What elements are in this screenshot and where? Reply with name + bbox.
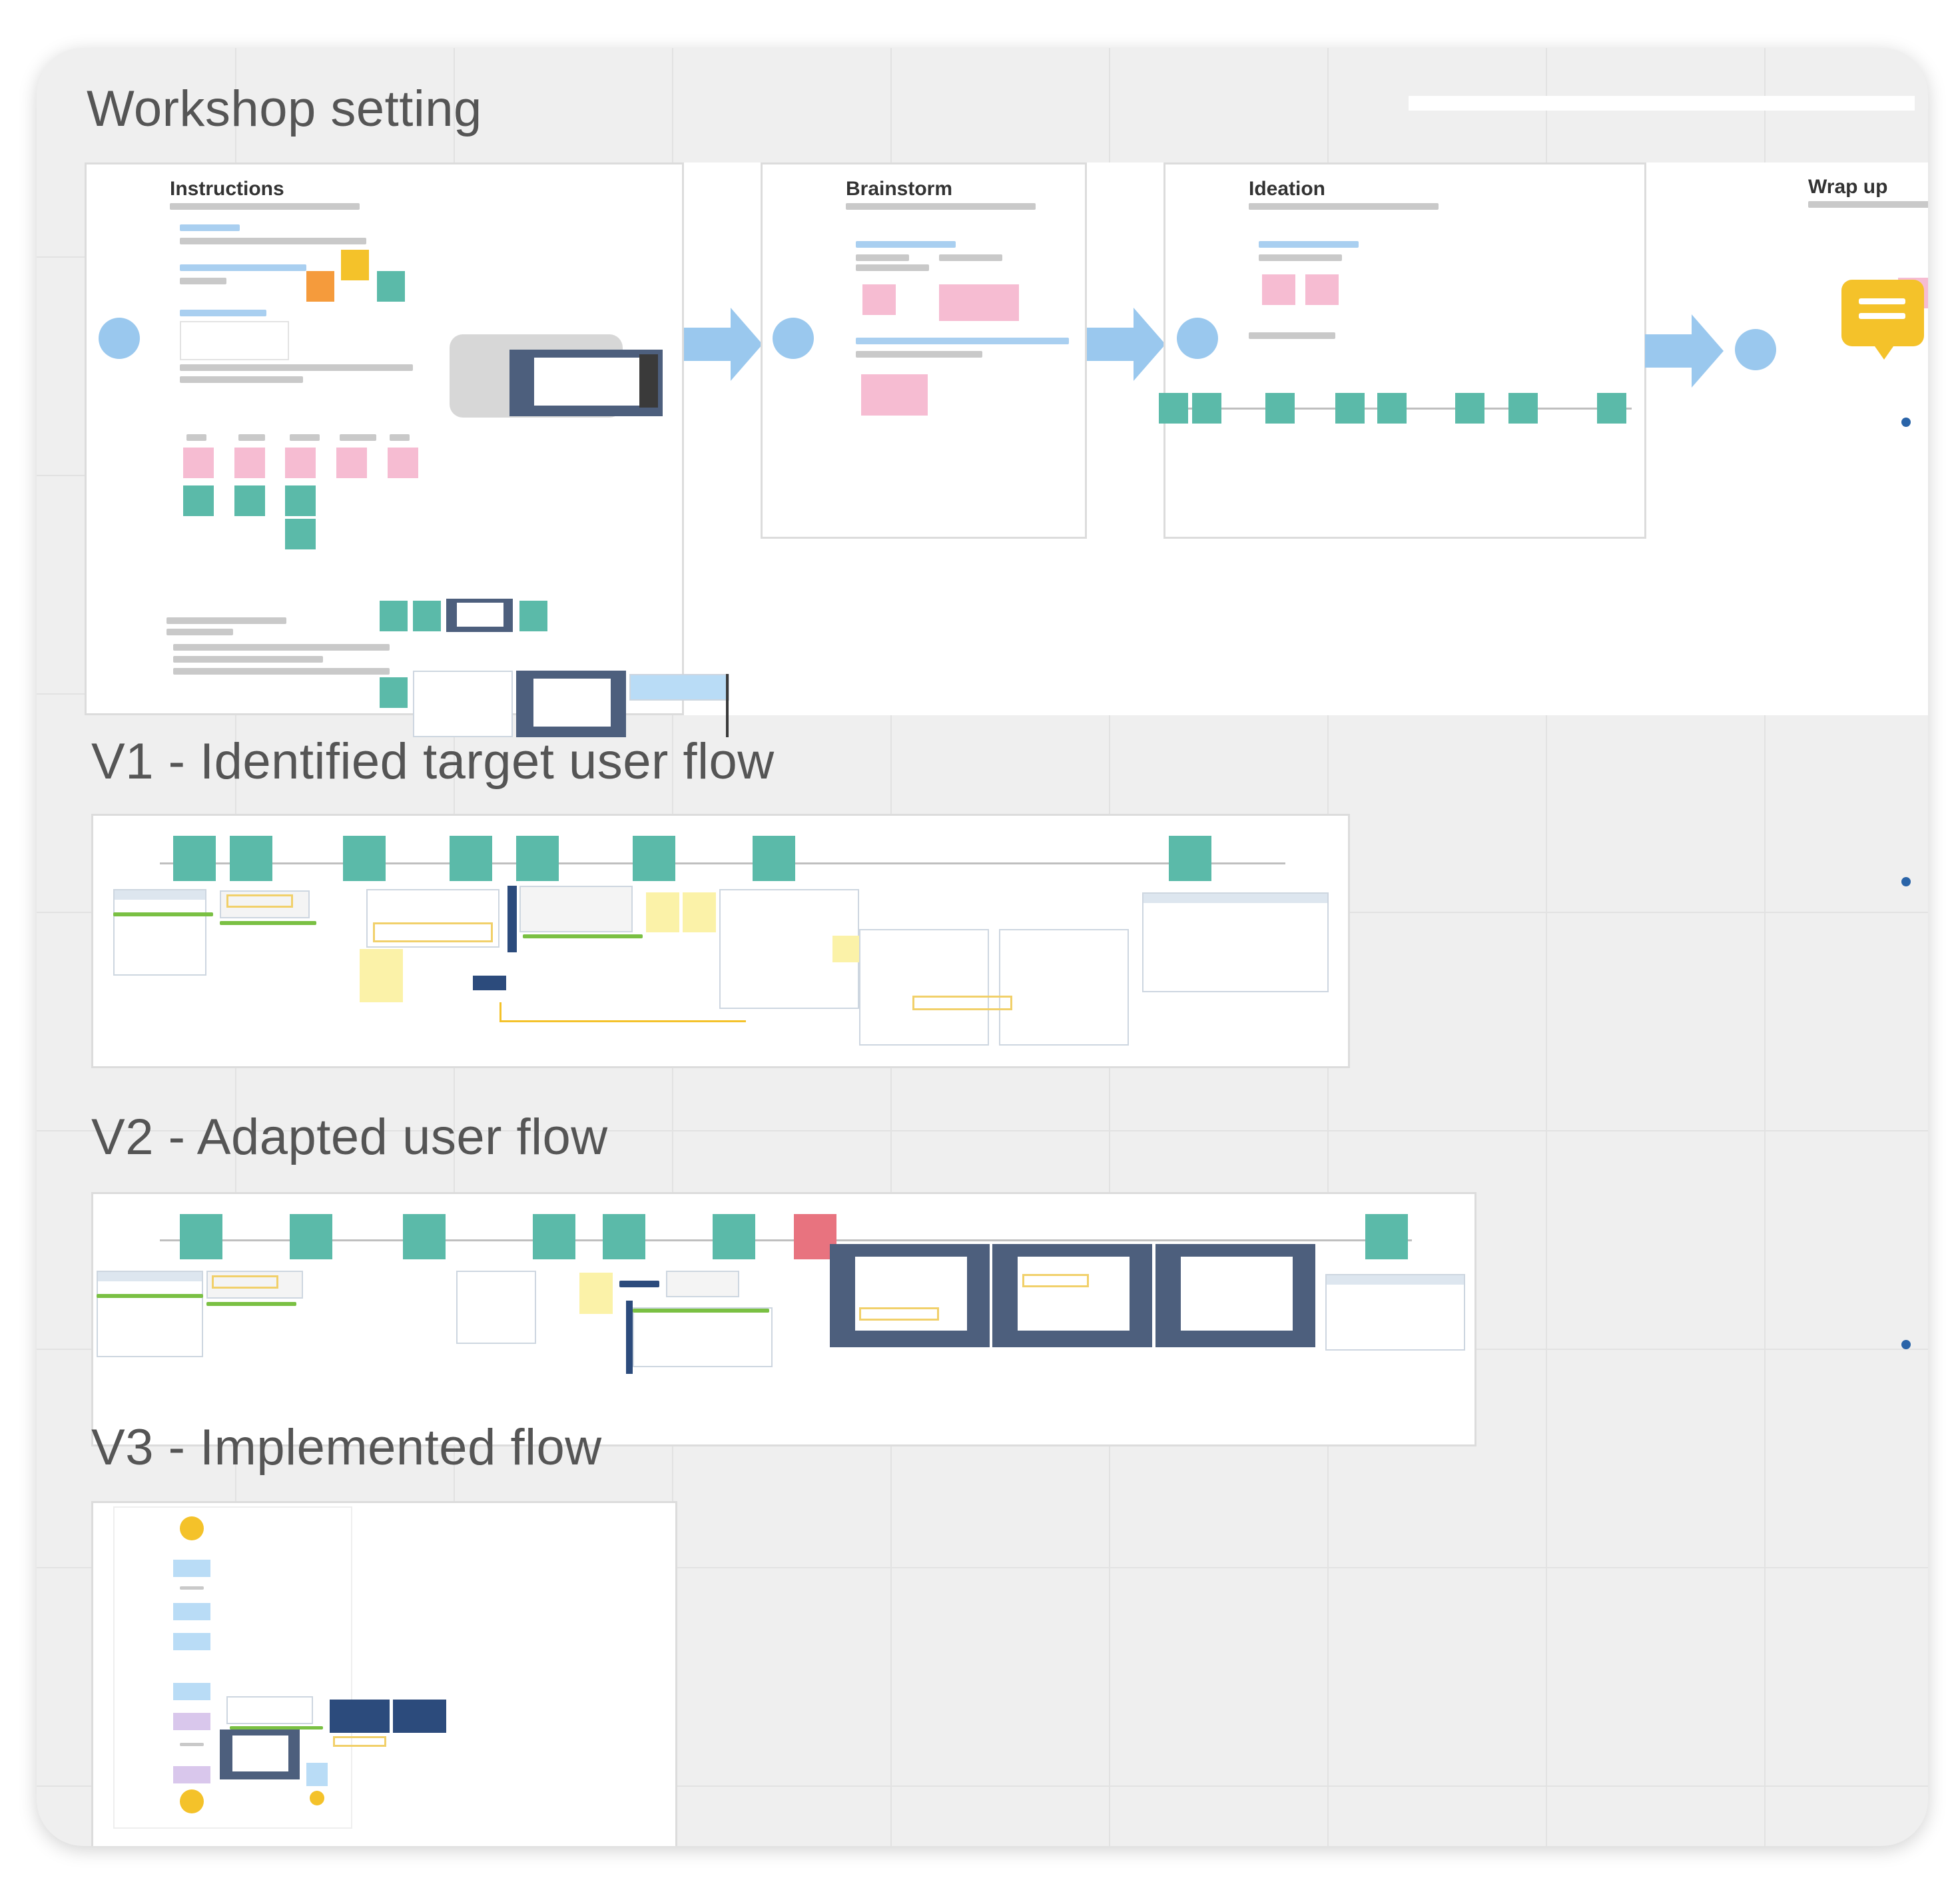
frame-instructions[interactable]: Instructions — [85, 162, 729, 737]
frame-label-ideation: Ideation — [1249, 178, 1326, 200]
section-title-v3: V3 - Implemented flow — [91, 1419, 602, 1476]
whiteboard-canvas[interactable]: Workshop setting Instructions — [37, 48, 1928, 1846]
section-title-workshop: Workshop setting — [87, 81, 482, 137]
arrow-right-icon — [1645, 314, 1724, 388]
frame-label-brainstorm: Brainstorm — [846, 178, 953, 200]
frame-label-wrap-up: Wrap up — [1808, 176, 1888, 198]
frame-v2-flow[interactable] — [91, 1192, 1476, 1446]
comment-icon[interactable] — [1841, 280, 1924, 360]
step-circle — [1177, 318, 1218, 359]
arrow-right-icon — [684, 308, 763, 381]
frame-brainstorm[interactable]: Brainstorm — [761, 162, 1087, 539]
frame-ideation[interactable]: Ideation — [1159, 162, 1646, 539]
step-circle — [1735, 329, 1776, 370]
arrow-right-icon — [1087, 308, 1165, 381]
frame-v3-flow[interactable] — [91, 1501, 677, 1846]
step-circle — [773, 318, 814, 359]
section-title-v2: V2 - Adapted user flow — [91, 1109, 608, 1165]
step-circle — [99, 318, 140, 359]
frame-label-instructions: Instructions — [170, 178, 284, 200]
section-title-v1: V1 - Identified target user flow — [91, 733, 775, 790]
frame-v1-flow[interactable] — [91, 814, 1350, 1068]
